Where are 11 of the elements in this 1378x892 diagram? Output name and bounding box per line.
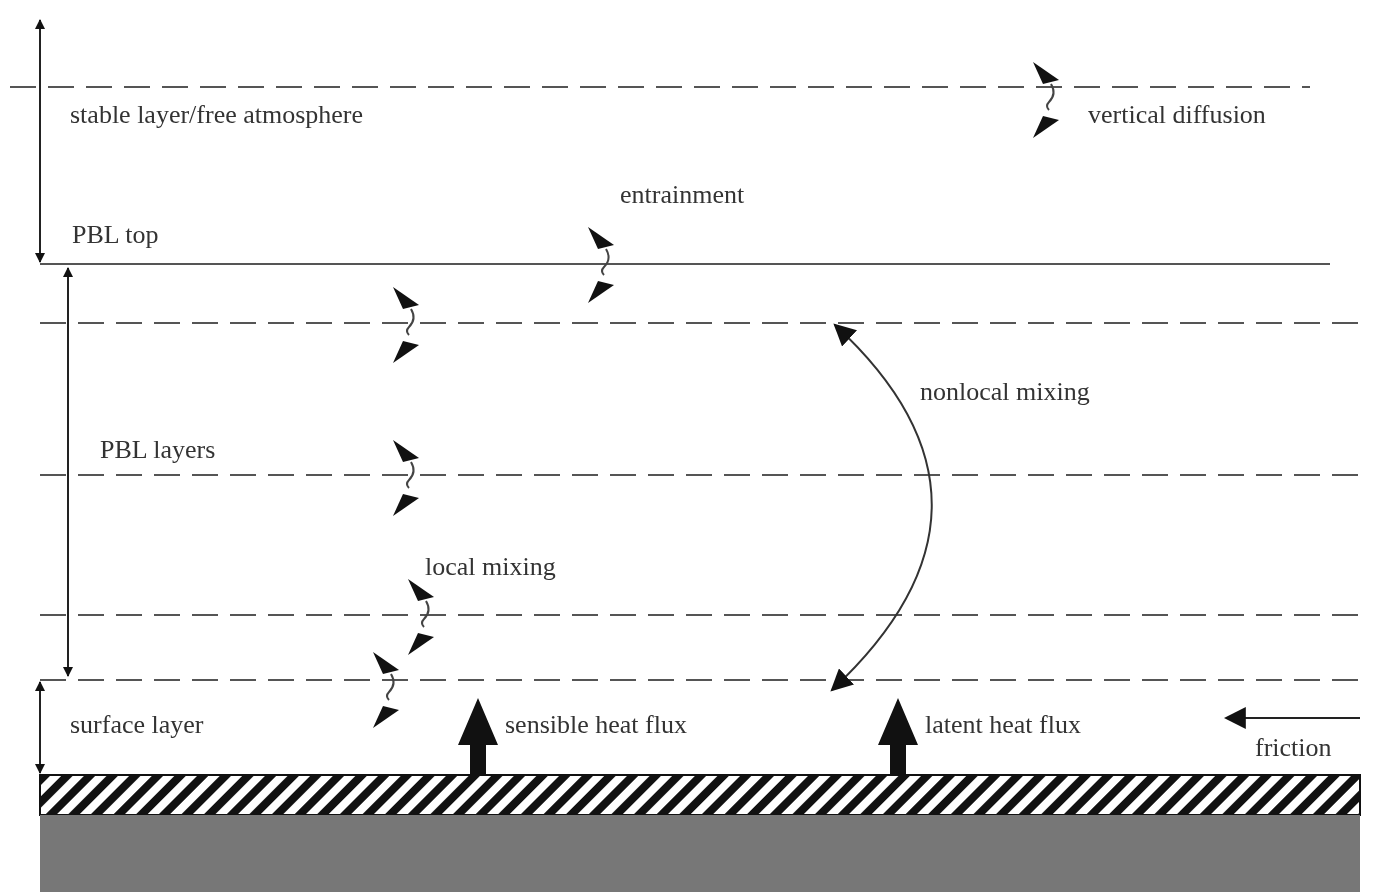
layer-label: PBL top [72,220,159,250]
process-label: entrainment [620,180,745,210]
process-label: vertical diffusion [1088,100,1266,130]
process-label: nonlocal mixing [920,377,1090,407]
layer-label: PBL layers [100,435,216,465]
layer-label: stable layer/free atmosphere [70,100,364,130]
process-label: latent heat flux [925,710,1081,740]
process-label: local mixing [425,552,556,582]
process-label: sensible heat flux [505,710,687,740]
process-label: friction [1255,733,1332,763]
layer-label: surface layer [70,710,204,740]
